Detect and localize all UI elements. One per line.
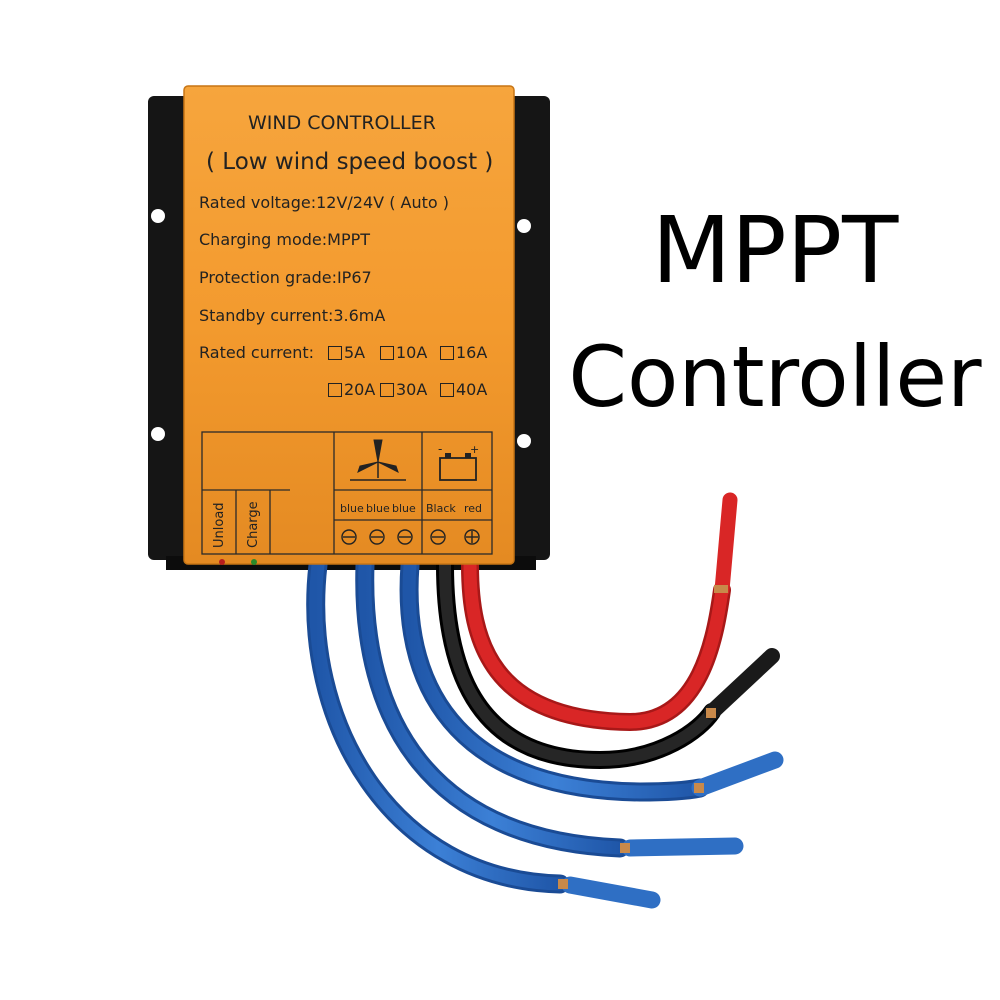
front-plate: - + — [183, 85, 515, 565]
terminal-label-red: red — [464, 502, 483, 515]
current-option-30a: 30A — [380, 382, 427, 398]
current-option-5a: 5A — [328, 345, 365, 361]
terminal-label-blue-2: blue — [366, 502, 390, 515]
headline-controller: Controller — [568, 328, 982, 426]
mount-hole-bottom-right — [517, 434, 531, 448]
unload-led — [219, 559, 225, 565]
charge-led — [251, 559, 257, 565]
terminal-label-black: Black — [426, 502, 456, 515]
rated-current-label: Rated current: — [199, 343, 315, 362]
unload-label: Unload — [212, 502, 227, 548]
terminal-label-blue-1: blue — [340, 502, 364, 515]
svg-text:+: + — [470, 443, 479, 456]
headline-mppt: MPPT — [651, 197, 899, 304]
mount-hole-top-right — [517, 219, 531, 233]
wind-turbine-icon — [350, 439, 406, 481]
plate-title: WIND CONTROLLER — [248, 112, 436, 134]
charge-label: Charge — [246, 501, 261, 548]
protection-grade: Protection grade:IP67 — [199, 268, 372, 287]
charging-mode: Charging mode:MPPT — [199, 230, 371, 249]
terminal-screws — [341, 529, 480, 545]
standby-current: Standby current:3.6mA — [199, 306, 386, 325]
plate-subtitle: ( Low wind speed boost ) — [206, 149, 494, 175]
mount-hole-top-left — [151, 209, 165, 223]
current-option-10a: 10A — [380, 345, 427, 361]
svg-text:-: - — [438, 442, 442, 456]
terminal-label-blue-3: blue — [392, 502, 416, 515]
battery-icon: - + — [438, 442, 479, 481]
wires — [306, 492, 784, 909]
mount-hole-bottom-left — [151, 427, 165, 441]
current-option-40a: 40A — [440, 382, 487, 398]
current-option-20a: 20A — [328, 382, 375, 398]
current-option-16a: 16A — [440, 345, 487, 361]
rated-voltage: Rated voltage:12V/24V ( Auto ) — [199, 193, 449, 212]
